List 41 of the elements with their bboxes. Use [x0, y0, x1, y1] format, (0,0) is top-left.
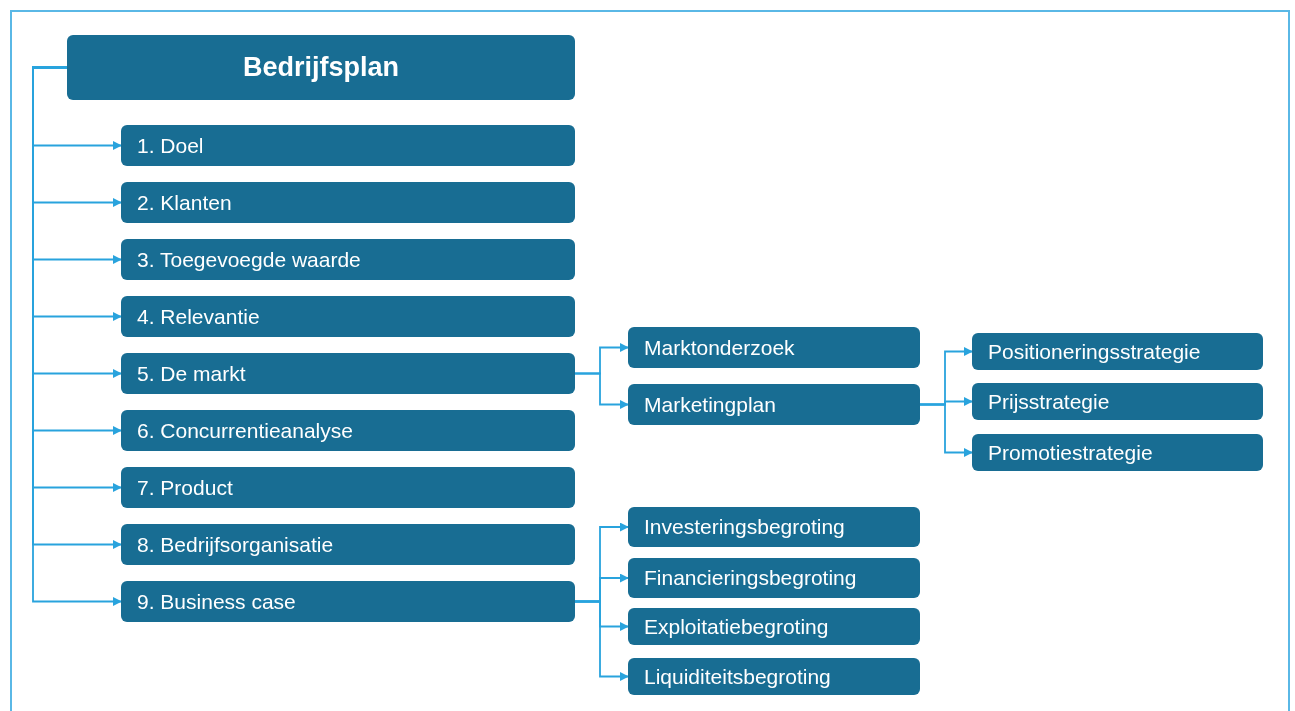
topic-box: [121, 581, 575, 622]
topic-box: [121, 182, 575, 223]
topic-label: Financieringsbegroting: [644, 565, 857, 592]
topic-label: 4. Relevantie: [137, 303, 260, 330]
topic-box: [121, 296, 575, 337]
topic-box: [121, 125, 575, 166]
connector-arrow: [919, 403, 973, 457]
topic-label: Prijsstrategie: [988, 388, 1110, 415]
topic-label: Promotiestrategie: [988, 439, 1153, 466]
topic-box: [628, 658, 920, 695]
topic-label: 1. Doel: [137, 132, 204, 159]
title-text: Bedrijfsplan: [243, 51, 399, 85]
topic-label: 2. Klanten: [137, 189, 232, 216]
topic-box: [121, 410, 575, 451]
topic-label: 7. Product: [137, 474, 233, 501]
topic-label: Liquiditeitsbegroting: [644, 663, 831, 690]
topic-label: 5. De markt: [137, 360, 246, 387]
topic-label: 8. Bedrijfsorganisatie: [137, 531, 334, 558]
topic-label: 3. Toegevoegde waarde: [137, 246, 361, 273]
title-box: [67, 35, 575, 100]
topic-box: [972, 383, 1263, 420]
topic-box: [121, 353, 575, 394]
topic-box: [628, 327, 920, 368]
topic-label: 9. Business case: [137, 588, 296, 615]
topic-box: [628, 384, 920, 425]
connector-arrow: [574, 372, 629, 409]
connector-arrow: [574, 600, 629, 681]
topic-label: Marketingplan: [644, 391, 776, 418]
topic-label: Positioneringsstrategie: [988, 338, 1201, 365]
topic-box: [121, 524, 575, 565]
topic-box: [121, 467, 575, 508]
topic-box: [121, 239, 575, 280]
topic-box: [628, 558, 920, 598]
topic-box: [628, 507, 920, 547]
topic-label: Exploitatiebegroting: [644, 613, 829, 640]
topic-label: Investeringsbegroting: [644, 514, 845, 541]
topic-box: [972, 434, 1263, 471]
topic-box: [972, 333, 1263, 370]
topic-label: 6. Concurrentieanalyse: [137, 417, 353, 444]
topic-label: Marktonderzoek: [644, 334, 795, 361]
topic-box: [628, 608, 920, 645]
